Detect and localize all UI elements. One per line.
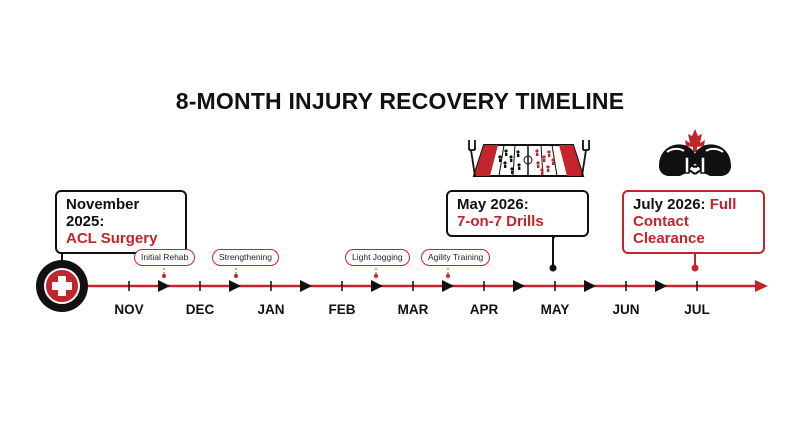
callout-november-date: November 2025: (66, 196, 140, 230)
page-title: 8-MONTH INJURY RECOVERY TIMELINE (175, 88, 625, 114)
month-label-apr: APR (469, 302, 499, 317)
callout-november-event: ACL Surgery (66, 230, 158, 247)
phase-pill-initial-rehab: Initial Rehab (134, 249, 196, 266)
football-field-icon (468, 140, 590, 177)
month-label-may: MAY (540, 302, 570, 317)
callout-july-event: Contact Clearance (633, 213, 705, 247)
month-label-dec: DEC (185, 302, 215, 317)
phase-pill-agility-training: Agility Training (421, 249, 491, 266)
timeline-end-arrow (755, 280, 768, 292)
callout-may-date: May 2026: (457, 196, 529, 213)
month-label-jun: JUN (612, 302, 640, 317)
callout-november-surgery: November 2025: ACL Surgery (55, 190, 187, 254)
callout-july-clearance: July 2026: Full Contact Clearance (622, 190, 765, 254)
phase-pill-light-jogging: Light Jogging (345, 249, 410, 266)
football-helmets-icon (659, 144, 731, 176)
month-label-jan: JAN (257, 302, 285, 317)
medical-cross-icon (36, 260, 88, 312)
month-ticks (128, 281, 698, 291)
callout-may-drills: May 2026: 7-on-7 Drills (446, 190, 589, 237)
month-label-nov: NOV (114, 302, 144, 317)
callout-july-date-line: July 2026: Full (633, 196, 754, 213)
maple-leaf-icon (685, 129, 705, 152)
callout-july-accent: Full (709, 196, 737, 213)
phase-connectors (163, 264, 449, 276)
callout-july-date: July 2026: (633, 196, 710, 213)
month-label-mar: MAR (397, 302, 429, 317)
month-label-jul: JUL (684, 302, 710, 317)
phase-pill-strengthening: Strengthening (212, 249, 279, 266)
callout-may-event: 7-on-7 Drills (457, 213, 544, 230)
month-label-feb: FEB (328, 302, 356, 317)
timeline-chevrons (158, 280, 667, 292)
